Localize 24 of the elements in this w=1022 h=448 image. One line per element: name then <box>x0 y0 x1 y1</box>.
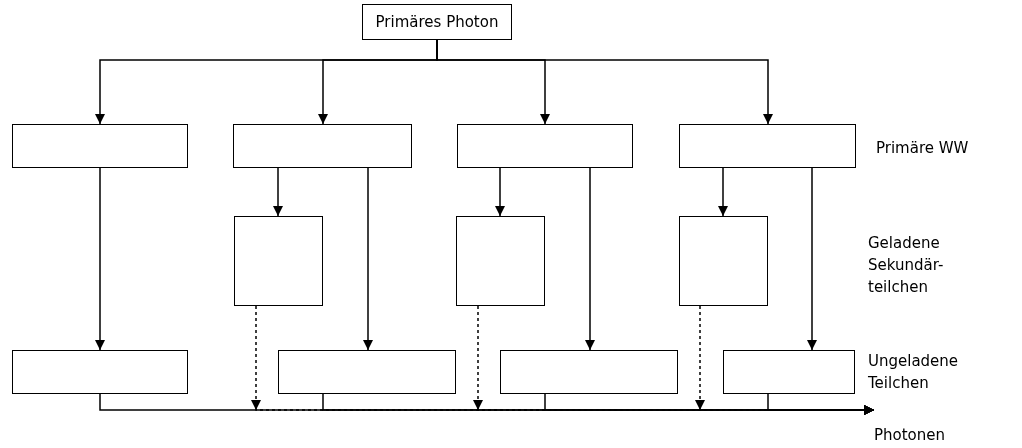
process-box <box>500 350 678 394</box>
arrow <box>807 167 817 351</box>
process-box <box>278 350 456 394</box>
arrow <box>495 167 505 217</box>
arrow <box>718 167 728 217</box>
process-box <box>457 124 633 168</box>
arrow <box>273 167 283 217</box>
row-label: Primäre WW <box>876 138 970 159</box>
process-box <box>234 216 323 306</box>
process-box <box>12 124 188 168</box>
process-box <box>723 350 855 394</box>
row-label: Geladene Sekundär-teilchen <box>868 233 945 298</box>
arrow <box>585 167 595 351</box>
row-label: Ungeladene Teilchen <box>868 351 960 394</box>
process-box: Primäres Photon <box>362 4 512 40</box>
process-box <box>456 216 545 306</box>
process-box <box>12 350 188 394</box>
arrow <box>363 167 373 351</box>
process-box <box>679 124 856 168</box>
process-box <box>233 124 412 168</box>
output-label: Photonen <box>874 398 1004 444</box>
arrow <box>95 167 105 351</box>
arrow <box>767 393 875 415</box>
process-box <box>679 216 768 306</box>
